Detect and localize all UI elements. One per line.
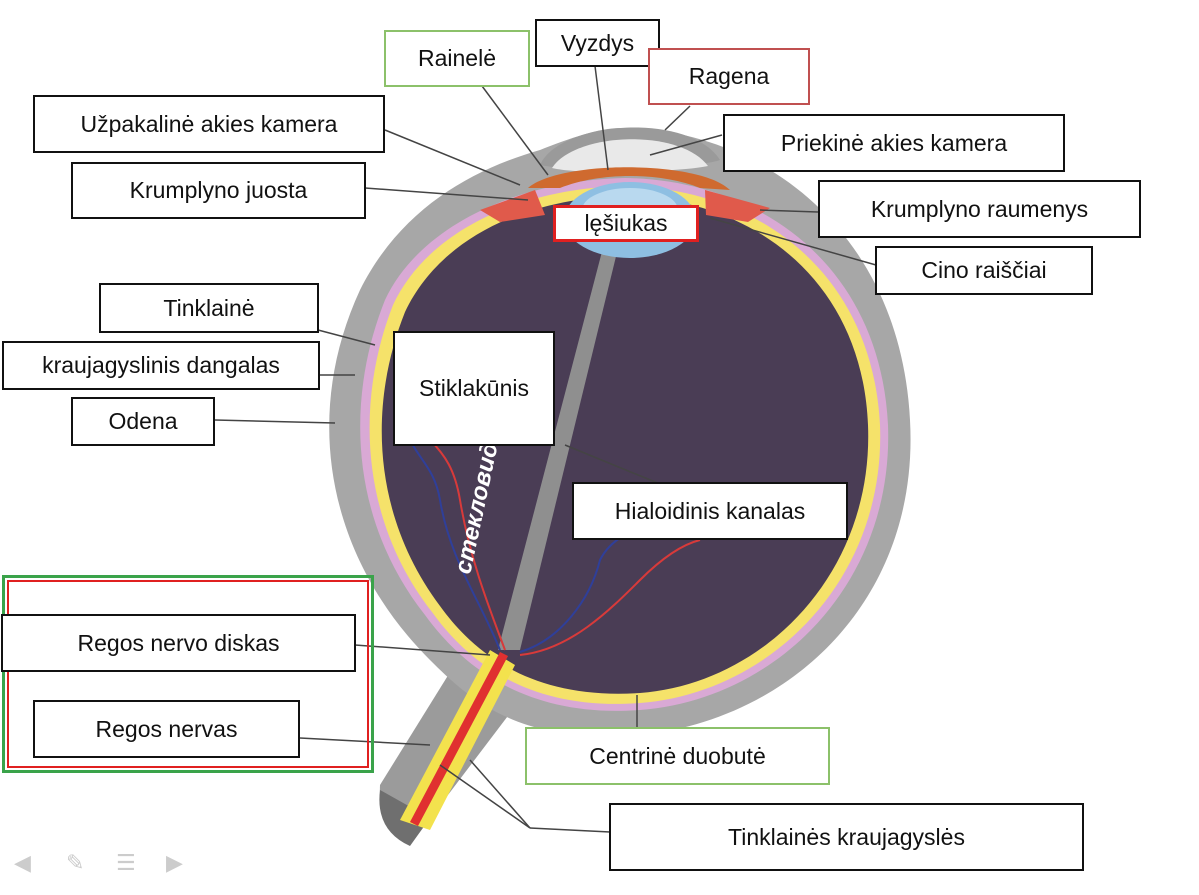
pen-icon[interactable]: ✎: [66, 850, 85, 875]
menu-icon[interactable]: ☰: [116, 850, 136, 875]
label-ragena: Ragena: [648, 48, 810, 105]
label-rainele: Rainelė: [384, 30, 530, 87]
label-stiklakunis: Stiklakūnis: [393, 331, 555, 446]
label-centrine-duobute: Centrinė duobutė: [525, 727, 830, 785]
ciliary-body-right: [705, 190, 770, 222]
label-tinklaine: Tinklainė: [99, 283, 319, 333]
leader-lines: [214, 65, 877, 833]
optic-region-highlight-red: [7, 580, 369, 768]
iris: [528, 167, 730, 190]
label-odena: Odena: [71, 397, 215, 446]
arrow-left-icon[interactable]: ◀: [14, 850, 31, 875]
label-vyzdys: Vyzdys: [535, 19, 660, 67]
label-kraujagyslinis-dangalas: kraujagyslinis dangalas: [2, 341, 320, 390]
hyaloid-canal: [498, 240, 620, 650]
vitreous-body: [381, 196, 869, 694]
label-tinklaines-kraujagysles: Tinklainės kraujagyslės: [609, 803, 1084, 871]
label-priekine-akies-kamera: Priekinė akies kamera: [723, 114, 1065, 172]
label-uzpakaline-akies-kamera: Užpakalinė akies kamera: [33, 95, 385, 153]
label-cino-raisciai: Cino raiščiai: [875, 246, 1093, 295]
label-regos-nervas: Regos nervas: [33, 700, 300, 758]
anterior-chamber: [552, 139, 708, 173]
label-regos-nervo-diskas: Regos nervo diskas: [1, 614, 356, 672]
label-krumplyno-juosta: Krumplyno juosta: [71, 162, 366, 219]
label-hialoidinis-kanalas: Hialoidinis kanalas: [572, 482, 848, 540]
ciliary-body-left: [480, 190, 545, 222]
label-krumplyno-raumenys: Krumplyno raumenys: [818, 180, 1141, 238]
optic-region-highlight-green: [2, 575, 374, 773]
arrow-right-icon[interactable]: ▶: [166, 850, 183, 875]
label-lesiukas: lęšiukas: [553, 205, 699, 242]
